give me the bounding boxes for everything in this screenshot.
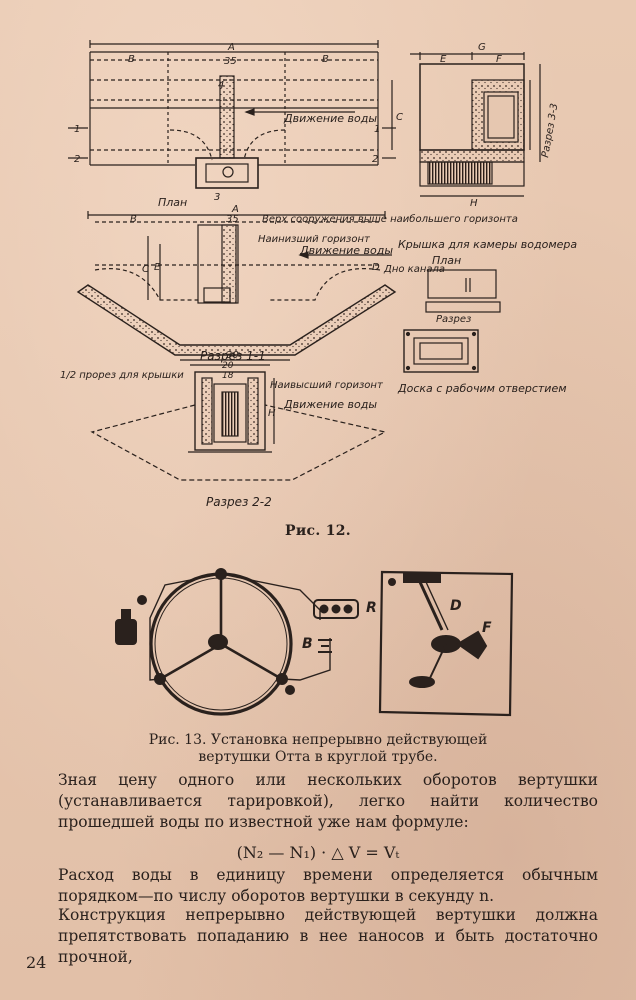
lid-plan-label: План [432, 254, 461, 267]
fig13-f-label: F [482, 620, 492, 636]
section-2-2-dim-h-label: H [268, 408, 276, 419]
paragraph-3: Конструкция непрерывно действующей верту… [58, 906, 598, 966]
section-dim-a-label: A [231, 204, 239, 215]
paragraph-1: Зная цену одного или нескольких оборотов… [58, 771, 598, 831]
board-note: Доска с рабочим отверстием [397, 382, 567, 395]
section-dim-b-label: B [130, 214, 137, 225]
highest-level-label: Наивысший горизонт [270, 380, 384, 391]
num-1-right-label: 1 [374, 124, 380, 135]
dim-f-label: F [496, 54, 502, 65]
num-2-left-label: 2 [74, 154, 80, 165]
dim-18-label: 18 [222, 371, 234, 381]
dim-c-label: C [396, 112, 403, 123]
num-2-right-label: 2 [372, 154, 378, 165]
section-1-1-title: Разрез 1-1 [200, 349, 266, 363]
formula: (N₂ — N₁) · △ V = Vₜ [236, 843, 400, 862]
figure-13-drawing: R B D F [115, 568, 514, 717]
dim-e-label: E [440, 54, 447, 65]
section-2-2-title: Разрез 2-2 [206, 495, 272, 509]
slot-note: 1/2 прорез для крышки [60, 370, 184, 381]
dim-20-label: 20 [222, 361, 234, 371]
section-dim-30-label: 30 [226, 350, 239, 361]
section-dim-e-label: E [154, 262, 161, 273]
paragraph-2: Расход воды в единицу времени определяет… [58, 866, 598, 905]
dim-a-label: A [227, 42, 235, 53]
figure-12-drawing: A B B 35 4 Движение воды 1 1 2 2 C 3 Пла… [60, 40, 577, 509]
num-3-label: 3 [214, 192, 220, 203]
dim-h-label: H [470, 198, 478, 209]
dim-b-left-label: B [128, 54, 135, 65]
fig13-d-label: D [450, 598, 462, 614]
figure-13-caption-line-2: вертушки Отта в круглой трубе. [198, 749, 438, 765]
num-1-left-label: 1 [74, 124, 80, 135]
lowest-level-label: Наинизший горизонт [258, 234, 371, 245]
plan-title: План [158, 196, 187, 209]
section-3-3-title: Разрез 3-3 [540, 103, 560, 159]
dim-b-right-label: B [322, 54, 329, 65]
dim-g-label: G [478, 42, 486, 53]
section-2-2-water-flow-label: Движение воды [283, 398, 377, 411]
figure-12-caption: Рис. 12. [285, 523, 351, 539]
figure-13-caption-line-1: Рис. 13. Установка непрерывно действующе… [148, 732, 488, 748]
section-dim-35-label: 35 [226, 214, 239, 225]
bridge-note: Верх сооружения выше наибольшего горизон… [262, 213, 518, 225]
plan-water-flow-label: Движение воды [283, 112, 377, 125]
channel-bottom-label: Дно канала [383, 264, 445, 275]
section-water-flow-label: Движение воды [299, 244, 393, 257]
num-4-label: 4 [218, 80, 224, 91]
page-number: 24 [26, 953, 47, 972]
section-dim-c-label: C [142, 264, 149, 275]
fig13-r-label: R [366, 600, 377, 616]
lid-section-label: Разрез [436, 314, 471, 325]
lid-chamber-label: Крышка для камеры водомера [398, 238, 577, 251]
section-dim-d-label: D [372, 262, 380, 273]
fig13-b-label: B [302, 636, 313, 652]
dim-35-label: 35 [224, 56, 237, 67]
figure-13-caption: Рис. 13. Установка непрерывно действующе… [0, 732, 636, 766]
